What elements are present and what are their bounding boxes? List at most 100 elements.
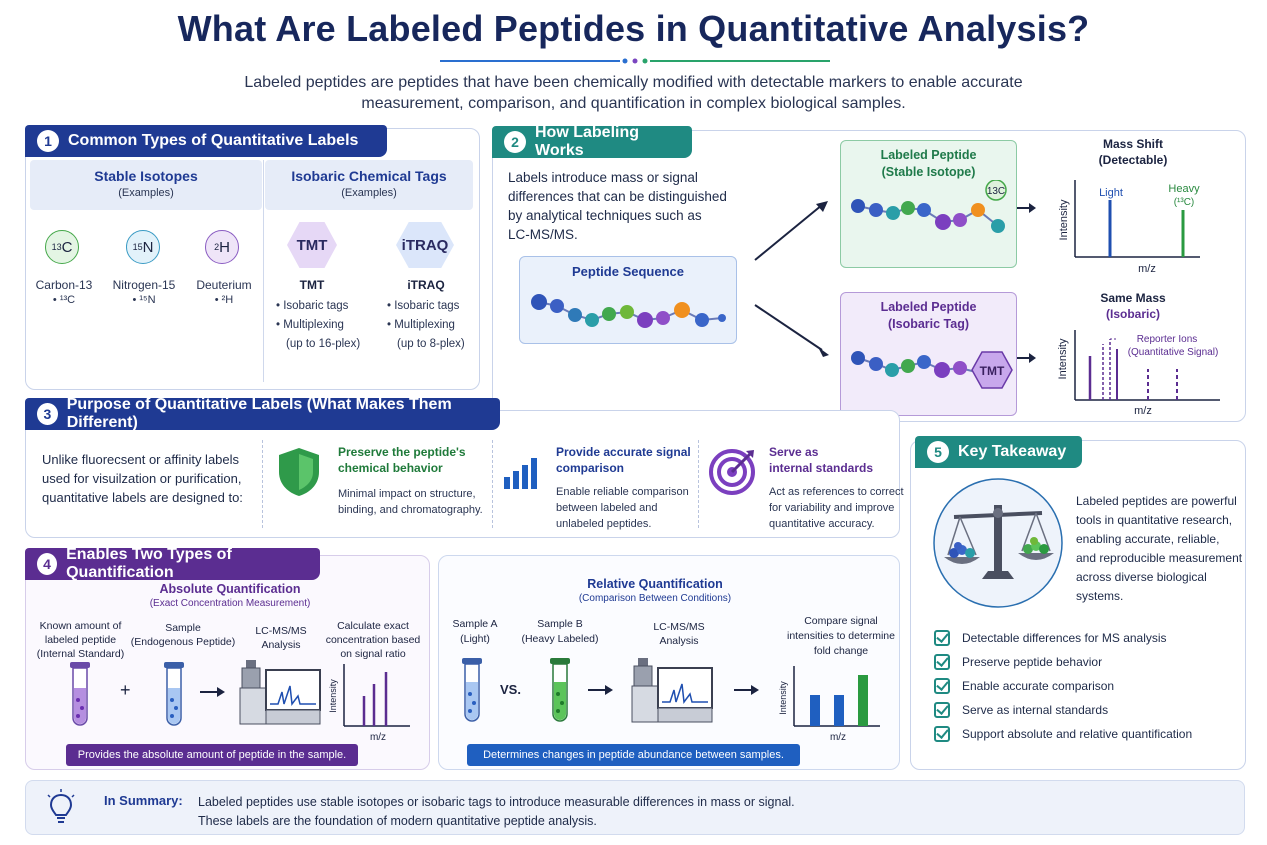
checkbox-checked-icon [934,678,950,694]
x-axis-label: m/z [830,732,846,743]
lcms-instrument-icon [631,658,713,723]
arrow-icon [734,685,759,695]
divider [492,440,493,528]
tmt-tag-label: TMT [980,364,1005,378]
isobaric-spectrum: Intensity m/z Reporter Ions (Quantitativ… [1057,330,1220,417]
itraq-bullets: • Isobaric tags• Multiplexing(up to 8-pl… [387,300,465,350]
absolute-quant-title: Absolute Quantification [159,582,301,596]
c13-badge: 13C [987,186,1005,197]
section-title: Purpose of Quantitative Labels (What Mak… [66,396,452,431]
test-tube-blue-icon [462,658,482,722]
isobaric-tags-sub: (Examples) [341,187,397,199]
test-tube-green-icon [550,658,570,722]
relative-quant-sub: (Comparison Between Conditions) [578,593,732,604]
checklist-item: Preserve peptide behavior [934,650,1192,674]
page-title: What Are Labeled Peptides in Quantitativ… [177,8,1090,49]
purpose-1-desc: Minimal impact on structure,binding, and… [338,488,483,516]
divider [262,440,263,528]
mass-shift-title: Mass Shift(Detectable) [1098,137,1168,167]
tmt-name: TMT [299,278,325,292]
target-icon [709,449,755,495]
y-axis-label: Intensity [328,679,338,713]
checklist-item: Enable accurate comparison [934,674,1192,698]
absolute-quant-sub: (Exact Concentration Measurement) [149,598,311,609]
absolute-spectrum: Intensity m/z [328,664,410,742]
sample-endogenous-label: Sample(Endogenous Peptide) [130,622,236,648]
section-title: Common Types of Quantitative Labels [68,132,359,149]
checkbox-checked-icon [934,702,950,718]
arrow-icon [588,685,613,695]
section-2-tab: 2 How Labeling Works [492,124,692,159]
checkbox-checked-icon [934,630,950,646]
test-tube-purple-icon [70,662,90,726]
heavy-peak-label: Heavy [1168,183,1200,195]
mass-shift-spectrum: Intensity m/z Light Heavy (¹³C) [1058,180,1200,275]
peptide-chain-icon [531,294,726,328]
x-axis-label: m/z [1138,263,1156,275]
carbon-13-bullet: • ¹³C [52,294,76,306]
lcms-instrument-icon [239,660,321,725]
section-title: Enables Two Types of Quantification [66,546,232,581]
section-number: 4 [37,553,58,575]
relative-spectrum: Intensity m/z [778,666,880,743]
y-axis-label: Intensity [1057,338,1069,379]
absolute-quant-panel [25,555,430,770]
section-4-tab: 4 Enables Two Types of Quantification [25,546,320,581]
takeaway-checklist: Detectable differences for MS analysis P… [934,626,1192,746]
labeled-peptide-stable-title: Labeled Peptide(Stable Isotope) [880,148,977,179]
x-axis-label: m/z [370,732,386,742]
stable-isotopes-sub: (Examples) [118,187,174,199]
subtitle-line: measurement, comparison, and quantificat… [361,95,906,112]
heavy-peak-sub: (¹³C) [1174,197,1195,208]
labeled-peptide-isobaric-title: Labeled Peptide(Isobaric Tag) [880,300,977,331]
stable-peptide-chain-icon: 13C [851,180,1007,233]
bar-chart-icon [504,458,537,489]
light-peak-label: Light [1099,187,1123,199]
vs-label: VS. [500,682,521,697]
labeled-peptide-stable-box [840,140,1017,268]
section-number: 3 [37,403,58,425]
summary-text: Labeled peptides use stable isotopes or … [198,795,795,828]
arrow-icon [1017,203,1036,213]
relative-quant-banner: Determines changes in peptide abundance … [467,744,800,766]
section-number: 5 [927,441,949,463]
x-axis-label: m/z [1134,405,1152,417]
relative-quant-panel [438,555,900,770]
tmt-tag-icon: TMT [287,222,337,268]
checklist-item: Serve as internal standards [934,698,1192,722]
divider [698,440,699,528]
plus-sign: + [120,680,131,700]
checklist-item: Detectable differences for MS analysis [934,626,1192,650]
isobaric-tags-title: Isobaric Chemical Tags [291,168,447,184]
flow-arrows [754,201,829,357]
tmt-bullets: • Isobaric tags• Multiplexing(up to 16-p… [276,300,361,350]
itraq-tag-icon: iTRAQ [396,222,454,268]
isobaric-peptide-chain-icon: TMT [851,351,1013,389]
stable-isotopes-header [30,160,262,210]
peptide-sequence-label: Peptide Sequence [572,264,684,279]
balance-scale-icon [933,478,1063,608]
arrow-icon [1017,353,1036,363]
carbon-13-label: Carbon-13 [35,278,93,292]
nitrogen-15-bullet: • ¹⁵N [132,294,156,306]
test-tube-blue-icon [164,662,184,726]
section-1-divider [263,160,264,382]
deuterium-label: Deuterium [196,278,252,292]
section-number: 2 [504,131,526,153]
section-title: How Labeling Works [535,124,639,159]
shield-icon [279,448,319,496]
deuterium-bullet: • ²H [214,294,234,306]
stable-isotopes-title: Stable Isotopes [94,168,198,184]
